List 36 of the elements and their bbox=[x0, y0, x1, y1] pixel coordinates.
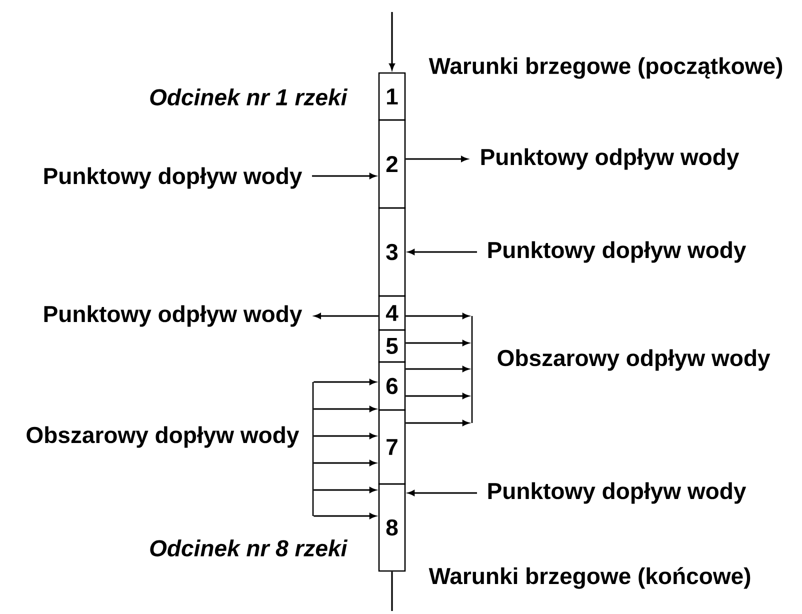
flow-label: Obszarowy odpływ wody bbox=[498, 349, 770, 371]
arrow bbox=[406, 420, 469, 426]
label: Odcinek nr 8 rzeki bbox=[150, 540, 348, 556]
flow-label: Punktowy dopływ wody bbox=[488, 482, 746, 504]
arrow bbox=[406, 366, 469, 372]
flow-label: Punktowy odpływ wody bbox=[44, 305, 302, 327]
river-segment: 5 bbox=[378, 329, 406, 363]
arrow bbox=[406, 393, 469, 399]
river-segment: 4 bbox=[378, 295, 406, 331]
arrow bbox=[314, 433, 376, 439]
arrow bbox=[406, 340, 469, 346]
flow-label: Punktowy dopływ wody bbox=[44, 167, 302, 189]
arrow bbox=[314, 313, 378, 319]
arrow bbox=[389, 12, 395, 70]
label: Warunki brzegowe (początkowe) bbox=[428, 57, 782, 79]
river-segment: 7 bbox=[378, 409, 406, 485]
flow-label: Punktowy dopływ wody bbox=[488, 241, 746, 263]
arrow bbox=[314, 513, 376, 519]
label: Odcinek nr 1 rzeki bbox=[150, 88, 348, 106]
arrow bbox=[408, 249, 477, 255]
label: Warunki brzegowe (końcowe) bbox=[428, 567, 750, 589]
arrow bbox=[314, 406, 376, 412]
arrow bbox=[314, 460, 376, 466]
arrow bbox=[314, 379, 376, 385]
river-segment: 8 bbox=[378, 483, 406, 572]
river-segment: 6 bbox=[378, 361, 406, 411]
river-segment: 3 bbox=[378, 207, 406, 297]
flow-label: Obszarowy dopływ wody bbox=[26, 426, 300, 448]
arrow bbox=[312, 173, 376, 179]
arrow bbox=[314, 487, 376, 493]
arrow bbox=[406, 313, 469, 319]
arrow bbox=[408, 490, 477, 496]
river-segment: 1 bbox=[378, 72, 406, 121]
flow-label: Punktowy odpływ wody bbox=[481, 148, 740, 170]
river-segment: 2 bbox=[378, 119, 406, 209]
arrow bbox=[406, 156, 468, 162]
